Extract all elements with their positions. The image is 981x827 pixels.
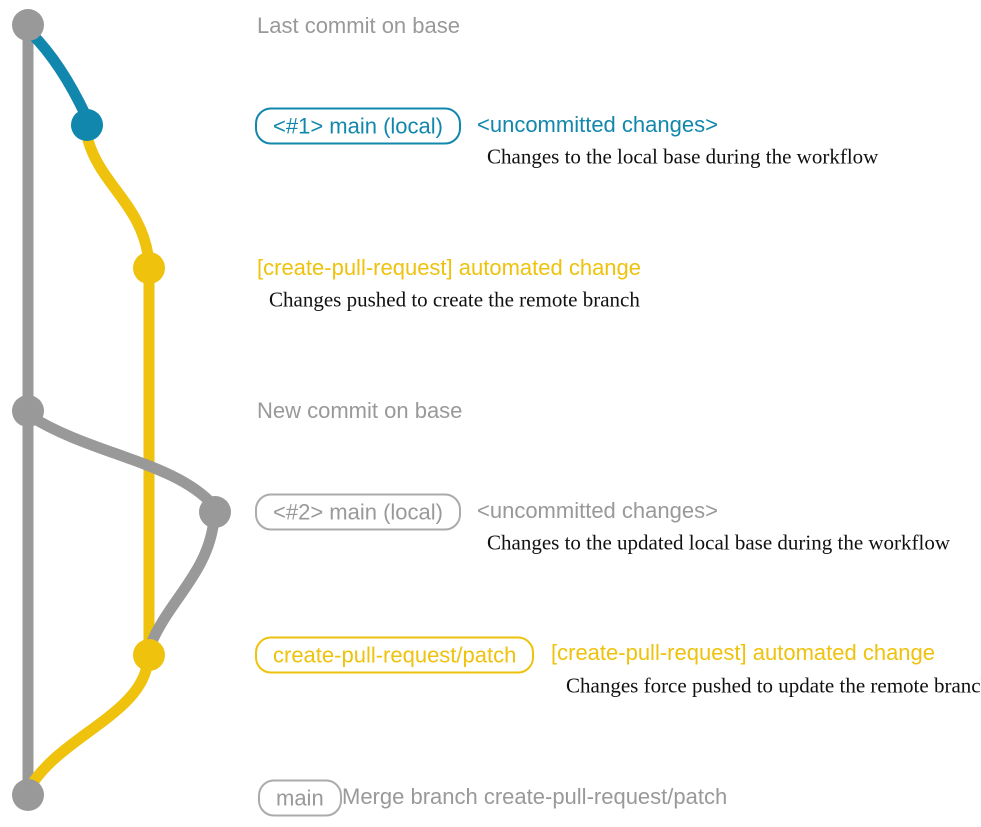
header-last-commit-on-base: Last commit on base	[257, 12, 460, 38]
commit-message-automated-change-2: [create-pull-request] automated change	[551, 639, 936, 665]
status-uncommitted-changes-2: <uncommitted changes>	[477, 497, 718, 523]
branch-badge-create-pull-request-patch: create-pull-request/patch	[255, 636, 535, 674]
caption-force-pushed-update-remote: Changes force pushed to update the remot…	[566, 673, 981, 698]
caption-local-base-changes: Changes to the local base during the wor…	[487, 144, 879, 169]
commit-automated-2	[133, 639, 165, 671]
header-new-commit-on-base: New commit on base	[257, 397, 463, 423]
commit-message-automated-change-1: [create-pull-request] automated change	[257, 254, 642, 280]
branch-badge-main: main	[258, 779, 342, 817]
commit-last-on-base	[12, 9, 44, 41]
commit-automated-1	[133, 252, 165, 284]
commit-message-merge-branch: Merge branch create-pull-request/patch	[342, 783, 728, 809]
commit-merge	[12, 779, 44, 811]
branch-badge-main-local-1: <#1> main (local)	[255, 107, 461, 145]
patch-branch-curve	[82, 134, 155, 268]
branch-badge-main-local-2: <#2> main (local)	[255, 493, 461, 531]
commit-new-on-base	[12, 395, 44, 427]
caption-pushed-create-remote: Changes pushed to create the remote bran…	[269, 287, 640, 312]
local-changes-curve	[25, 27, 92, 122]
commit-main-local-1	[71, 109, 103, 141]
merge-curve	[23, 660, 153, 795]
caption-updated-local-base-changes: Changes to the updated local base during…	[487, 530, 951, 555]
rebase-back-curve	[145, 513, 220, 650]
commit-main-local-2	[199, 496, 231, 528]
status-uncommitted-changes-1: <uncommitted changes>	[477, 111, 718, 137]
rebase-out-curve	[24, 410, 220, 512]
